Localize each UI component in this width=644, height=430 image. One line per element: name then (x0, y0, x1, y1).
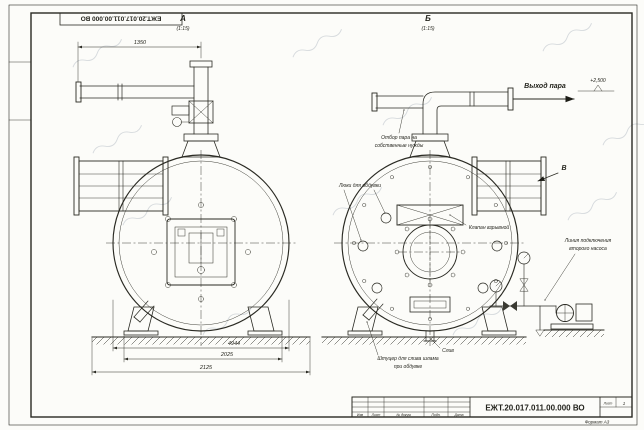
view-a: А (1:15) (73, 14, 311, 346)
drain-funnel (535, 329, 545, 337)
valve-symbol (519, 278, 529, 292)
drawing-frame: ЕЖТ.20.017.011.00.000 ВО (8, 4, 638, 426)
pump-base (550, 323, 594, 330)
col-sign: Подп. (431, 413, 440, 417)
top-corner-stamp (59, 12, 183, 26)
sludge-label-1: Штуцер для слива шлама (377, 356, 439, 362)
format-label: Формат А3 (585, 420, 610, 425)
steam-neck-b (371, 87, 514, 158)
steam-tap-label-2: собственные нужды (375, 143, 424, 149)
heat-exchanger-b (471, 156, 547, 216)
boiler-shell-inner-a (118, 160, 284, 326)
outer-border (8, 4, 638, 426)
elevation-label: +2,500 (590, 78, 606, 84)
blow-nozzles (357, 212, 503, 294)
steam-outlet-label: Выход пара (524, 82, 566, 90)
view-v-group: В (537, 165, 567, 182)
elevation-mark (593, 84, 603, 92)
manhole (394, 216, 466, 288)
view-a-label: А (179, 14, 186, 23)
ground-hatch-a (92, 337, 310, 345)
pressure-gauge-1 (489, 279, 503, 293)
dim-2025: 2025 (220, 352, 234, 358)
furnace-door (166, 218, 236, 286)
blow-hatches-label: Люки для обдувки (338, 183, 381, 189)
col-list: Лист (371, 413, 381, 417)
shell-bolt-ring (352, 165, 508, 321)
title-block: Изм Лист № докум. Подп. Дата ЕЖТ.20.017.… (351, 396, 633, 425)
pump-unit (543, 303, 605, 337)
pump-piping (489, 251, 605, 337)
steam-neck-a (171, 60, 221, 158)
view-b-label: Б (425, 14, 431, 23)
drain-pipe (423, 330, 437, 342)
boiler-shell-inner-b (347, 160, 513, 326)
top-pipe-a (75, 81, 195, 103)
steam-outlet-group: Выход пара +2,500 (512, 78, 615, 103)
heat-exchanger-a (73, 156, 169, 216)
drain-label: Слив (442, 348, 454, 354)
col-date: Дата (454, 413, 464, 417)
view-v-label: В (561, 165, 566, 172)
dim-1350: 1350 (134, 40, 147, 46)
annotations: Отбор пара на собственные нужды Люки для… (338, 109, 612, 370)
pump-line-label-1: Линия подключения (564, 238, 612, 244)
pressure-gauge-2 (517, 251, 531, 265)
pump-motor (575, 303, 593, 322)
door-bolt-ring (151, 202, 251, 302)
inner-frame (30, 12, 633, 418)
dimensions-a: 1350 4944 2025 2125 (77, 40, 311, 376)
view-v-arrow (537, 172, 559, 182)
supports-a (91, 306, 311, 345)
view-b: Б (1:15) (321, 14, 615, 346)
valve-dark (503, 301, 517, 311)
explosion-valve-label: Клапан взрывной (469, 224, 510, 231)
dim-4944: 4944 (228, 341, 240, 347)
sheet-label: Лист (603, 402, 613, 406)
boiler-shell-b (341, 154, 519, 332)
view-a-scale: (1:15) (176, 26, 189, 32)
ground-hatch-pump (544, 330, 604, 337)
steam-tap-label-1: Отбор пара на (381, 135, 417, 141)
sheet-value: 1 (623, 401, 626, 406)
col-doc: № докум. (397, 413, 412, 417)
view-b-scale: (1:15) (421, 26, 434, 32)
pump-line-label-2: второго насоса (569, 246, 607, 252)
sludge-nozzle-a (133, 300, 155, 323)
sludge-label-2: при обдувке (394, 364, 423, 370)
dim-2125: 2125 (199, 365, 213, 371)
doc-number-rotated: ЕЖТ.20.017.011.00.000 ВО (81, 15, 162, 22)
col-izm: Изм (357, 413, 364, 417)
bottom-hatch (409, 296, 451, 313)
boiler-shell-a (112, 154, 290, 332)
title-doc-number: ЕЖТ.20.017.011.00.000 ВО (485, 404, 584, 413)
